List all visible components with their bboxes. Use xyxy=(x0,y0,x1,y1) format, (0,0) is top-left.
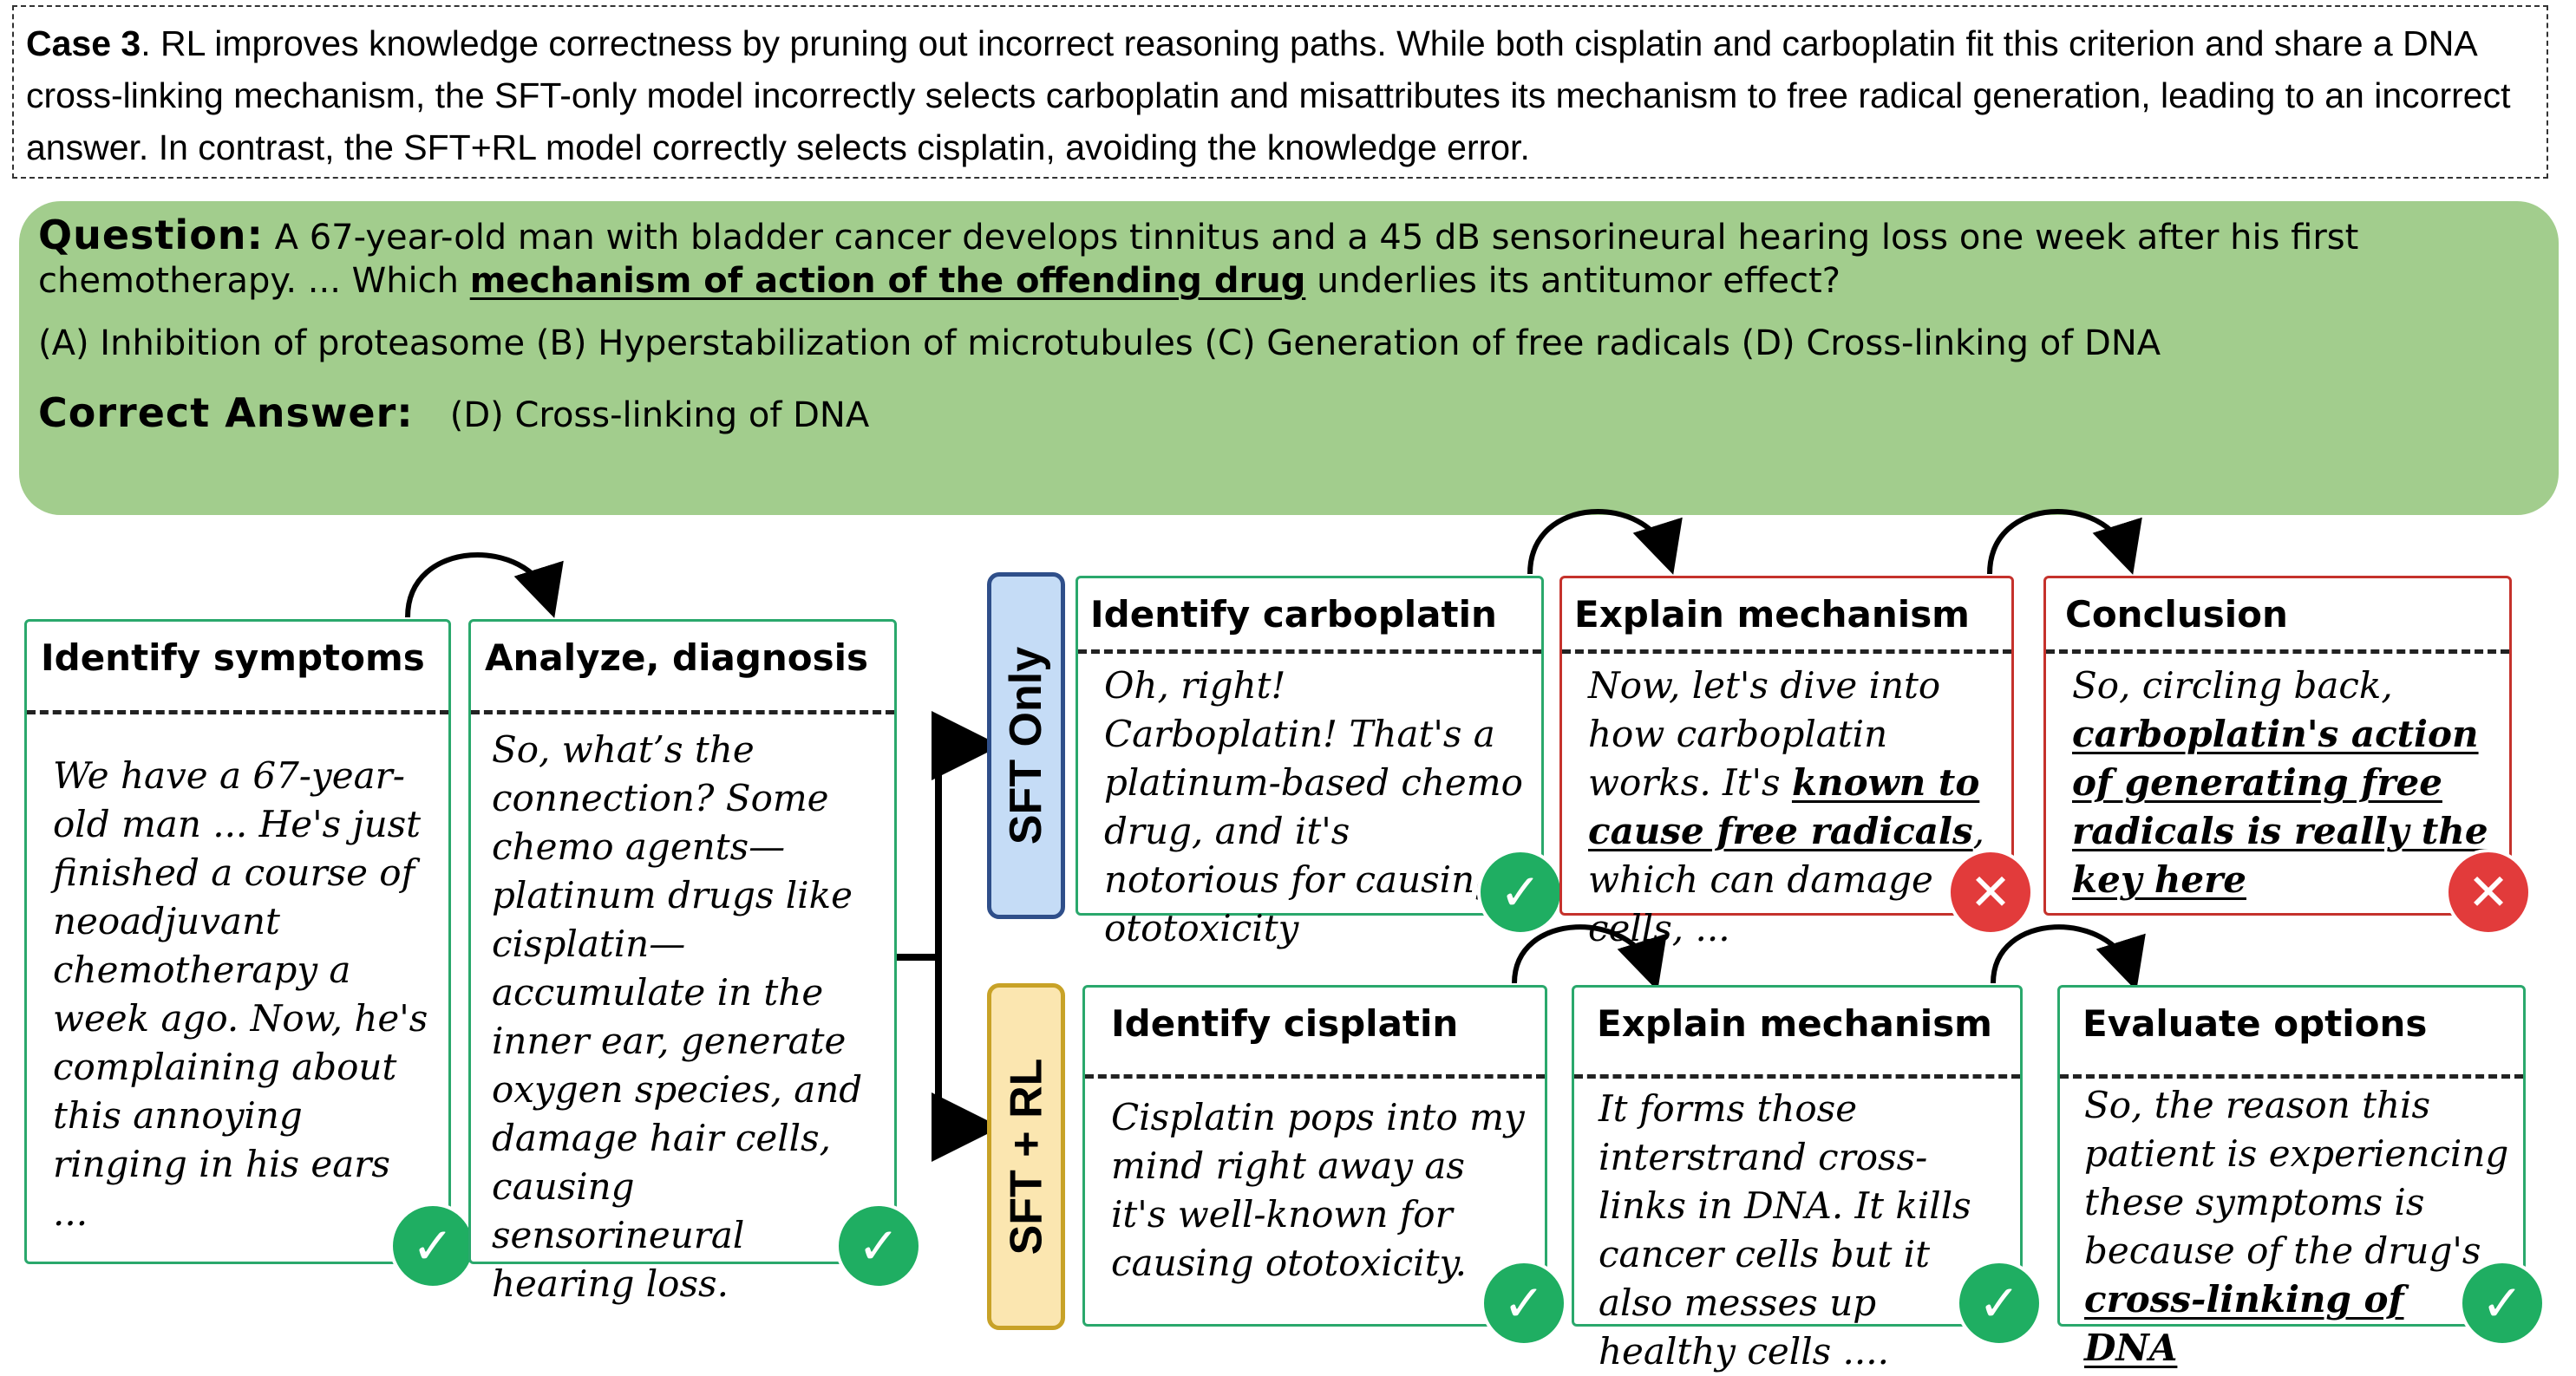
step-body: So, the reason this patient is experienc… xyxy=(2084,1081,2509,1373)
step-body: So, what’s the connection? Some chemo ag… xyxy=(492,728,863,1305)
cross-icon: ✕ xyxy=(2445,849,2532,936)
question-panel: Question: A 67-year-old man with bladder… xyxy=(19,201,2559,515)
step-rl-identify-cisplatin: Identify cisplatin Cisplatin pops into m… xyxy=(1082,985,1567,1347)
step-body-emphasis: cross-linking of DNA xyxy=(2084,1278,2404,1369)
check-icon: ✓ xyxy=(1477,849,1564,936)
arrow-sft-explain-to-conclusion xyxy=(1987,509,2142,575)
arrow-symptoms-to-analyze xyxy=(405,552,564,618)
check-icon: ✓ xyxy=(1481,1260,1567,1347)
arrow-rl-explain-to-evaluate xyxy=(1991,924,2146,991)
question-label: Question: xyxy=(38,212,264,258)
step-body: So, circling back, carboplatin's action … xyxy=(2072,662,2495,904)
step-sft-explain-mechanism: Explain mechanism Now, let's dive into h… xyxy=(1559,576,2034,949)
divider xyxy=(471,710,894,714)
step-analyze-diagnosis: Analyze, diagnosis So, what’s the connec… xyxy=(468,619,922,1305)
step-body: Now, let's dive into how carboplatin wor… xyxy=(1588,662,1997,953)
cross-icon: ✕ xyxy=(1947,849,2034,936)
question-stem: A 67-year-old man with bladder cancer de… xyxy=(38,218,2359,301)
step-title: Explain mechanism xyxy=(1574,593,1970,636)
step-body: Oh, right! Carboplatin! That's a platinu… xyxy=(1104,664,1523,949)
divider xyxy=(2060,1074,2523,1079)
arrow-rl-identify-to-explain xyxy=(1512,924,1667,991)
step-body-text: So, circling back, xyxy=(2072,664,2393,707)
divider xyxy=(1562,649,2011,654)
question-emphasis: mechanism of action of the offending dru… xyxy=(469,261,1306,301)
step-body-text: Now, let's dive into how carboplatin wor… xyxy=(1588,664,1941,804)
question-text: Question: A 67-year-old man with bladder… xyxy=(38,213,2540,303)
divider xyxy=(1574,1074,2020,1079)
step-title: Identify carboplatin xyxy=(1090,593,1497,636)
divider xyxy=(1078,649,1541,654)
correct-answer-value: (D) Cross-linking of DNA xyxy=(449,395,870,435)
step-sft-conclusion: Conclusion So, circling back, carboplati… xyxy=(2043,576,2532,936)
check-icon: ✓ xyxy=(2459,1260,2546,1347)
correct-answer: Correct Answer: (D) Cross-linking of DNA xyxy=(38,391,2540,437)
step-title: Analyze, diagnosis xyxy=(485,636,869,679)
divider xyxy=(1085,1074,1545,1079)
step-body: It forms those interstrand cross-links i… xyxy=(1599,1087,1971,1373)
branch-sft-only: SFT Only xyxy=(987,572,1065,919)
arrow-sft-identify-to-explain xyxy=(1527,509,1683,575)
step-rl-explain-mechanism: Explain mechanism It forms those interst… xyxy=(1572,985,2043,1373)
step-body: We have a 67-year-old man ... He's just … xyxy=(53,754,428,1234)
answer-options: (A) Inhibition of proteasome (B) Hyperst… xyxy=(38,323,2161,363)
check-icon: ✓ xyxy=(389,1203,476,1289)
case-caption: Case 3. RL improves knowledge correctnes… xyxy=(12,5,2548,179)
step-title: Conclusion xyxy=(2065,593,2288,636)
case-text: . RL improves knowledge correctness by p… xyxy=(26,23,2511,167)
branch-sft-rl-label: SFT + RL xyxy=(1001,1058,1052,1255)
step-title: Explain mechanism xyxy=(1597,1002,1992,1045)
branch-sft-rl: SFT + RL xyxy=(987,983,1065,1330)
branch-sft-only-label: SFT Only xyxy=(1001,646,1051,845)
step-title: Evaluate options xyxy=(2082,1002,2428,1045)
divider xyxy=(2046,649,2509,654)
question-tail: underlies its antitumor effect? xyxy=(1317,261,1840,301)
step-title: Identify cisplatin xyxy=(1111,1002,1459,1045)
check-icon: ✓ xyxy=(835,1203,922,1289)
step-body-text: So, the reason this patient is experienc… xyxy=(2084,1084,2509,1272)
case-label: Case 3 xyxy=(26,23,141,63)
step-rl-evaluate-options: Evaluate options So, the reason this pat… xyxy=(2057,985,2546,1369)
check-icon: ✓ xyxy=(1956,1260,2043,1347)
step-body: Cisplatin pops into my mind right away a… xyxy=(1111,1096,1525,1284)
step-body-tail: , which can damage cells, ... xyxy=(1588,810,1984,949)
arrow-fork xyxy=(897,746,942,1127)
step-identify-symptoms: Identify symptoms We have a 67-year-old … xyxy=(24,619,476,1289)
correct-answer-label: Correct Answer: xyxy=(38,389,414,436)
divider xyxy=(27,710,448,714)
step-sft-identify-carboplatin: Identify carboplatin Oh, right! Carbopla… xyxy=(1076,576,1564,949)
step-title: Identify symptoms xyxy=(41,636,425,679)
step-body-emphasis: known to cause free radicals xyxy=(1588,761,1980,852)
step-body-emphasis: carboplatin's action of generating free … xyxy=(2072,713,2488,901)
